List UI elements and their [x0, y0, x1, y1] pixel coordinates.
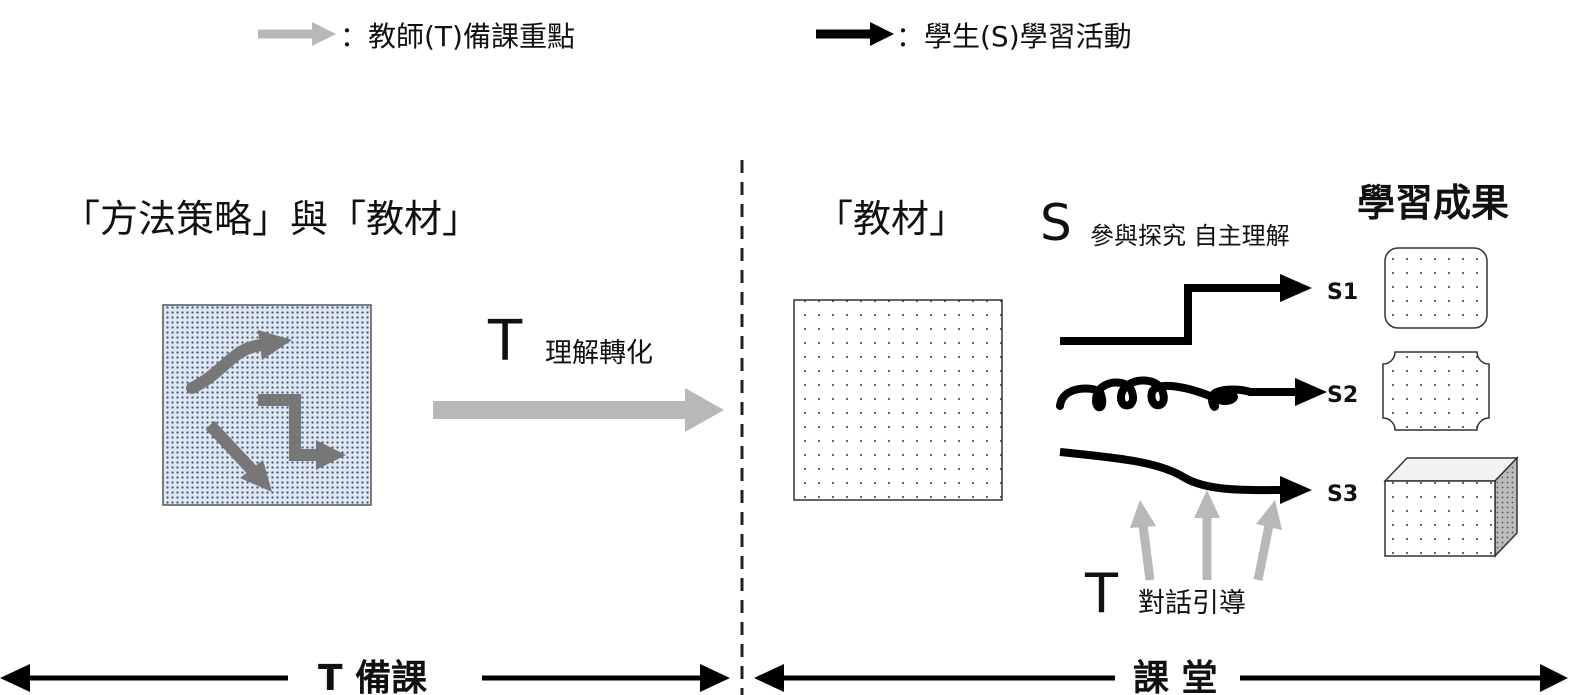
student-path-s2	[1056, 376, 1304, 412]
guidance-arrow-2-head	[1194, 490, 1220, 518]
prep-heading: 「方法策略」與「教材」	[62, 197, 480, 241]
class-timeline-label: 課 堂	[1133, 658, 1218, 695]
student-path-s1	[1060, 284, 1285, 345]
strategy-curve-arrow	[186, 339, 268, 394]
outcome-cube	[1383, 456, 1519, 558]
student-path-s1-head	[1280, 274, 1312, 302]
strategy-step-arrow	[258, 394, 318, 461]
legend-teacher-arrow-head	[312, 22, 336, 46]
prep-timeline-label: T 備課	[318, 658, 427, 695]
strategy-diagonal-arrow-head	[240, 460, 272, 492]
outcome-notched-square	[1382, 351, 1490, 431]
strategy-step-arrow-head	[316, 440, 346, 470]
prep-t-letter: T	[487, 309, 523, 374]
class-timeline-right-head	[1540, 664, 1568, 692]
method-strategy-box	[162, 304, 372, 506]
class-material-heading: 「教材」	[815, 197, 967, 241]
legend-student-label: ：學生(S)學習活動	[896, 20, 1132, 53]
student-path-s3	[1059, 448, 1286, 495]
legend-student-arrow-head	[870, 22, 894, 46]
student-label-s3: S3	[1327, 482, 1358, 507]
guidance-arrow-3-head	[1256, 500, 1282, 530]
guidance-arrow-1-head	[1130, 500, 1156, 528]
transform-arrow-head	[685, 388, 724, 432]
outcome-heading: 學習成果	[1357, 181, 1509, 225]
guidance-arrow-1	[1138, 524, 1155, 581]
class-s-caption: 參與探究 自主理解	[1090, 222, 1290, 250]
legend-student: ：學生(S)學習活動	[816, 20, 1132, 53]
class-s-letter: S	[1040, 194, 1072, 252]
cube-top-face	[1383, 457, 1519, 482]
class-t-letter: T	[1084, 562, 1119, 625]
prep-timeline-left-head	[0, 664, 30, 692]
class-timeline-left-head	[754, 664, 784, 692]
outcome-rounded-square	[1384, 247, 1488, 329]
student-label-s2: S2	[1327, 383, 1358, 408]
student-label-s1: S1	[1327, 280, 1358, 305]
class-t-caption: 對話引導	[1138, 588, 1246, 619]
prep-timeline-right-head	[700, 664, 730, 692]
student-path-s3-head	[1280, 476, 1312, 504]
guidance-arrow-3	[1253, 524, 1274, 581]
legend-teacher-label: ：教師(T)備課重點	[340, 20, 575, 53]
student-path-s2-head	[1295, 378, 1327, 406]
prep-t-caption: 理解轉化	[545, 338, 653, 369]
material-square	[793, 299, 1003, 501]
teacher-guidance-arrows	[1130, 490, 1282, 581]
strategy-diagonal-arrow	[205, 420, 257, 475]
legend-teacher: ：教師(T)備課重點	[258, 20, 575, 53]
strategy-curve-arrow-head	[258, 330, 292, 360]
cube-front-face	[1384, 480, 1496, 557]
student-path-s2-knot	[1212, 389, 1238, 405]
